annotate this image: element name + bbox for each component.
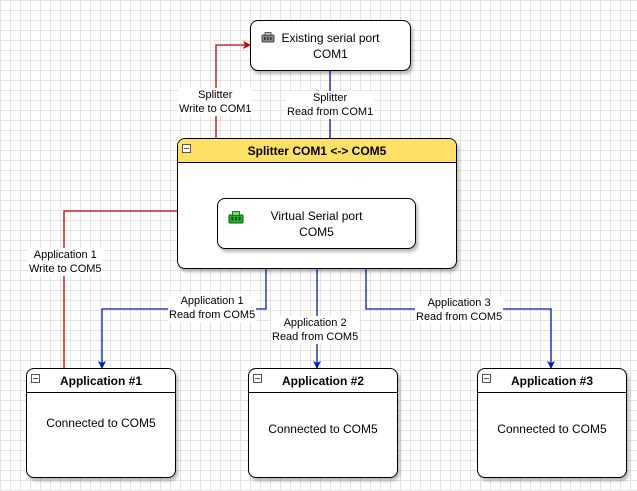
splitter-title: Splitter COM1 <-> COM5: [247, 144, 387, 158]
edge-label-line: Splitter: [198, 89, 233, 101]
edge-label-splitter-read: Splitter Read from COM1: [286, 91, 375, 119]
serial-port-gray-icon: [261, 31, 275, 43]
virtual-serial-port-node[interactable]: Virtual Serial port COM5: [217, 198, 416, 249]
application-3-container[interactable]: Application #3 Connected to COM5: [477, 368, 627, 478]
application-3-status: Connected to COM5: [497, 422, 607, 436]
edge-label-line: Application 2: [283, 317, 347, 329]
application-2-container[interactable]: Application #2 Connected to COM5: [248, 368, 398, 478]
edge-label-app1-write: Application 1 Write to COM5: [28, 248, 103, 276]
application-2-header: Application #2: [249, 369, 397, 393]
edge-label-splitter-write: Splitter Write to COM1: [178, 88, 253, 116]
collapse-icon[interactable]: [253, 374, 262, 383]
collapse-icon[interactable]: [482, 374, 491, 383]
edge-label-line: Splitter: [312, 92, 348, 104]
edge-label-line: Application 1: [33, 249, 97, 261]
application-2-status: Connected to COM5: [268, 422, 378, 436]
edge-label-line: Read from COM5: [272, 331, 359, 343]
edge-label-line: Read from COM5: [416, 311, 503, 323]
edge-label-app3-read: Application 3 Read from COM5: [415, 296, 504, 324]
edge-label-app1-read: Application 1 Read from COM5: [168, 294, 257, 322]
application-1-status: Connected to COM5: [46, 416, 156, 430]
splitter-header: Splitter COM1 <-> COM5: [178, 139, 456, 163]
application-3-title: Application #3: [510, 374, 593, 388]
existing-port-name: COM1: [313, 47, 348, 61]
virtual-port-name: COM5: [299, 225, 334, 239]
collapse-icon[interactable]: [182, 144, 191, 153]
edge-label-app2-read: Application 2 Read from COM5: [271, 316, 360, 344]
application-3-header: Application #3: [478, 369, 626, 393]
existing-port-title: Existing serial port: [281, 31, 380, 45]
application-1-header: Application #1: [27, 369, 175, 393]
edge-label-line: Application 1: [180, 295, 244, 307]
edge-app1-write: [63, 207, 218, 368]
edge-label-line: Read from COM1: [287, 106, 374, 118]
virtual-port-title: Virtual Serial port: [270, 209, 363, 223]
edge-label-line: Application 3: [427, 297, 491, 309]
existing-serial-port-node[interactable]: Existing serial port COM1: [250, 20, 411, 71]
edge-label-line: Read from COM5: [169, 309, 256, 321]
application-2-title: Application #2: [281, 374, 364, 388]
collapse-icon[interactable]: [31, 374, 40, 383]
edge-label-line: Write to COM5: [29, 263, 102, 275]
serial-port-green-icon: [228, 211, 244, 225]
edge-label-line: Write to COM1: [179, 103, 252, 115]
application-1-container[interactable]: Application #1 Connected to COM5: [26, 368, 176, 478]
application-1-title: Application #1: [59, 374, 142, 388]
